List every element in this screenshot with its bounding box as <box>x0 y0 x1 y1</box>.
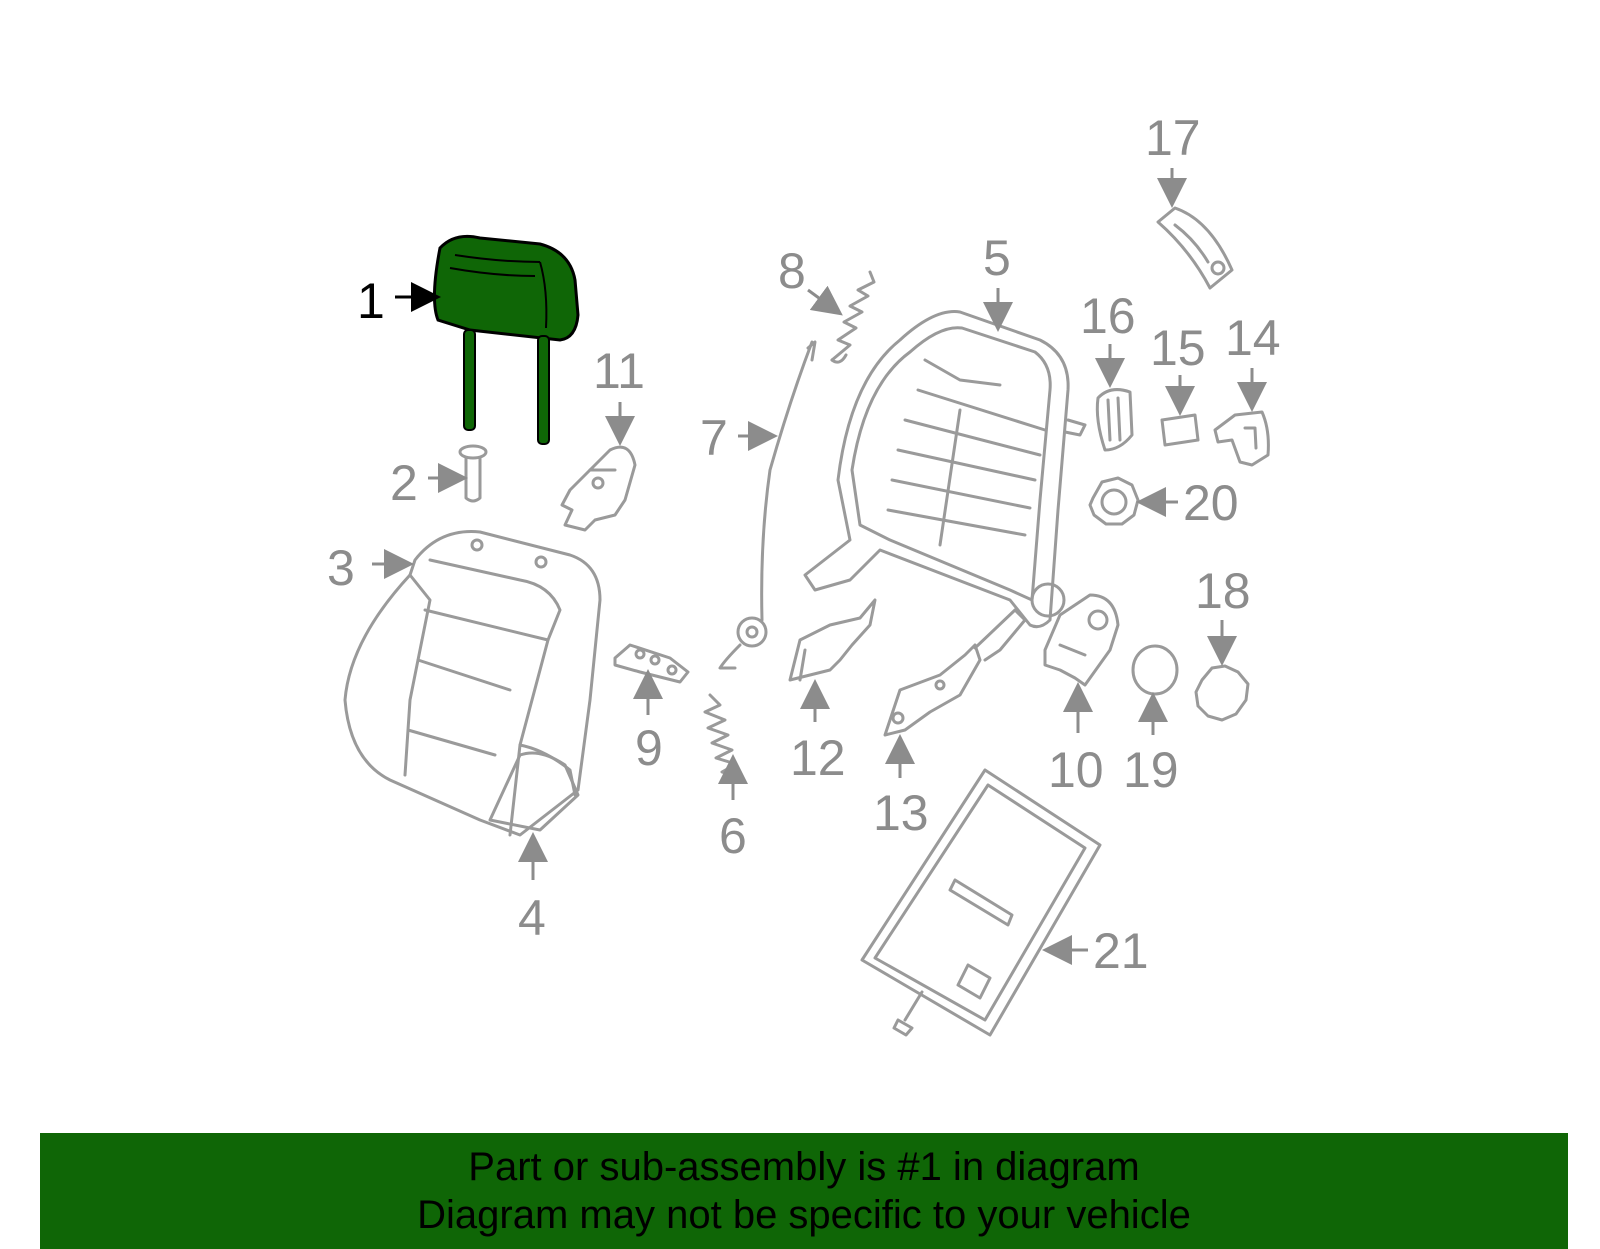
callout-3: 3 <box>327 540 355 596</box>
callout-4: 4 <box>518 890 546 946</box>
side-panel-part[interactable] <box>788 598 877 682</box>
clip-part[interactable] <box>1160 413 1200 447</box>
callout-2: 2 <box>390 455 418 511</box>
cable-part[interactable] <box>718 340 817 670</box>
small-bracket-part[interactable] <box>613 643 690 684</box>
guide-sleeve-part[interactable] <box>458 444 488 503</box>
spring-part[interactable] <box>703 693 742 780</box>
callout-5: 5 <box>983 230 1011 286</box>
seat-back-cover-part[interactable] <box>343 530 602 837</box>
callout-10: 10 <box>1048 742 1104 798</box>
callout-21: 21 <box>1093 923 1149 979</box>
cap-part[interactable] <box>1194 664 1250 722</box>
seat-back-frame-part[interactable] <box>803 310 1087 629</box>
callout-12: 12 <box>790 730 846 786</box>
callout-14: 14 <box>1225 310 1281 366</box>
ring-part[interactable] <box>1131 644 1179 696</box>
callout-17: 17 <box>1145 110 1201 166</box>
callout-15: 15 <box>1150 320 1206 376</box>
banner-line-2: Diagram may not be specific to your vehi… <box>417 1193 1191 1237</box>
adjuster-knob-part[interactable] <box>1213 410 1270 467</box>
cover-bottom-panel <box>488 751 580 832</box>
banner-line-1: Part or sub-assembly is #1 in diagram <box>468 1145 1140 1189</box>
gear-part[interactable] <box>1088 476 1140 526</box>
hinge-bracket-part[interactable] <box>1043 593 1120 687</box>
parts-diagram: 1 2 3 4 5 6 7 8 9 10 11 12 13 14 15 16 1… <box>327 110 1281 1037</box>
callout-9: 9 <box>635 720 663 776</box>
callout-7: 7 <box>700 410 728 466</box>
callout-18: 18 <box>1195 563 1251 619</box>
headrest-cushion <box>432 234 580 342</box>
headrest-post-left <box>463 329 476 431</box>
trim-cover-part[interactable] <box>1095 388 1134 452</box>
callout-1: 1 <box>357 273 385 329</box>
headrest-post-right <box>537 335 550 445</box>
callout-6: 6 <box>719 808 747 864</box>
callout-8: 8 <box>778 243 806 299</box>
callout-19: 19 <box>1123 742 1179 798</box>
heater-mat-part[interactable] <box>860 768 1102 1037</box>
callout-13: 13 <box>873 785 929 841</box>
release-handle-part[interactable] <box>1156 206 1234 290</box>
tension-spring-part[interactable] <box>830 270 876 364</box>
callout-16: 16 <box>1080 288 1136 344</box>
callout-11: 11 <box>593 343 645 399</box>
side-bracket-part[interactable] <box>560 445 637 532</box>
info-banner: Part or sub-assembly is #1 in diagram Di… <box>40 1133 1568 1249</box>
lever-bracket-part[interactable] <box>883 608 1027 737</box>
callout-20: 20 <box>1183 475 1239 531</box>
headrest-part[interactable] <box>432 234 580 445</box>
